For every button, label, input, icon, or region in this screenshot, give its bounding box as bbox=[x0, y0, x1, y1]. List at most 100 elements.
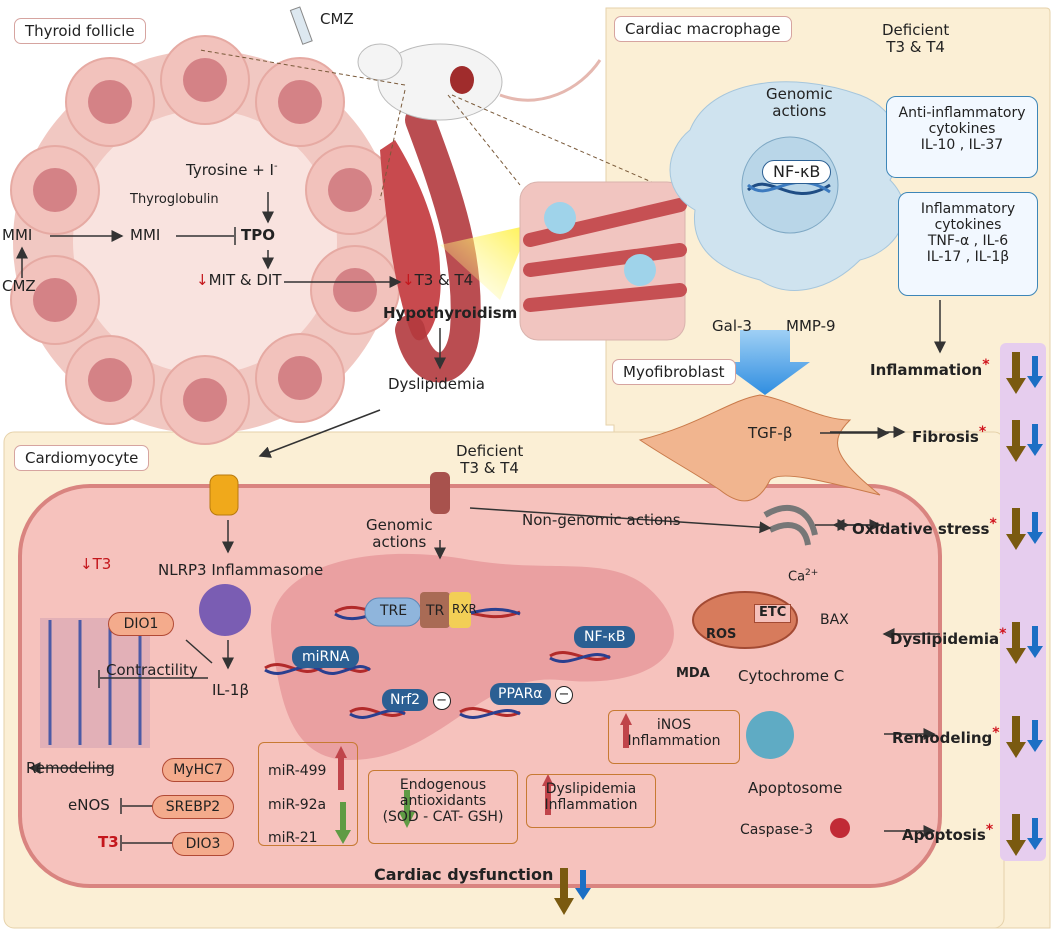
endo-line2: antioxidants bbox=[399, 793, 487, 809]
endo-line1: Endogenous bbox=[399, 777, 487, 793]
ros-label: ROS bbox=[706, 627, 737, 642]
transporter bbox=[209, 474, 239, 516]
caspase3-label: Caspase-3 bbox=[740, 822, 813, 838]
contractility-label: Contractility bbox=[106, 661, 198, 679]
ca-text: Ca bbox=[788, 569, 806, 585]
infl-line2: cytokines bbox=[934, 217, 1002, 233]
ppara-text: PPARα bbox=[490, 683, 551, 705]
anti-line1: Anti-inflammatory bbox=[898, 105, 1026, 121]
deficient-line1: Deficient bbox=[882, 21, 950, 39]
myhc7-pill: MyHC7 bbox=[162, 758, 234, 782]
t3t4-text: T3 & T4 bbox=[414, 271, 474, 289]
genomic-line1: Genomic bbox=[766, 85, 833, 103]
mmi-label-left: MMI bbox=[2, 226, 33, 244]
outcome-inflammation: Inflammation* bbox=[870, 357, 990, 379]
thyroglobulin-label: Thyroglobulin bbox=[130, 192, 219, 207]
mir92a-label: miR-92a bbox=[268, 797, 327, 813]
outcome-apoptosis: Apoptosis* bbox=[902, 822, 994, 844]
outcome-text: Remodeling bbox=[892, 729, 993, 747]
srebp2-pill: SREBP2 bbox=[152, 795, 234, 819]
ca-sup: 2+ bbox=[805, 568, 819, 578]
outcome-text: Oxidative stress bbox=[852, 520, 990, 538]
anti-line2: cytokines bbox=[928, 121, 996, 137]
syringe bbox=[289, 6, 313, 45]
dyslipidemia-inflammation-box: Dyslipidemia Inflammation bbox=[526, 774, 656, 828]
inos-line2: Inflammation bbox=[627, 733, 721, 749]
anti-line3: IL-10 , IL-37 bbox=[920, 137, 1004, 153]
outcome-panel bbox=[1000, 343, 1046, 861]
minus-icon: − bbox=[432, 692, 451, 710]
cmz-label-top: CMZ bbox=[320, 10, 354, 28]
t3-text: T3 bbox=[92, 555, 112, 573]
genomic-line2: actions bbox=[372, 533, 427, 552]
apoptosome-label: Apoptosome bbox=[748, 779, 843, 797]
mir21-label: miR-21 bbox=[268, 830, 318, 846]
infl-line3: TNF-α , IL-6 bbox=[927, 233, 1009, 249]
apoptosome-shape bbox=[746, 711, 794, 759]
inflammatory-box: Inflammatory cytokines TNF-α , IL-6 IL-1… bbox=[898, 192, 1038, 296]
outcome-oxidative-stress: Oxidative stress* bbox=[852, 516, 997, 538]
down-arrow-icon: ↓ bbox=[402, 271, 415, 289]
mmi-label-mid: MMI bbox=[130, 226, 161, 244]
cmz-label-left: CMZ bbox=[2, 277, 36, 295]
hypothyroidism-label: Hypothyroidism bbox=[383, 304, 518, 322]
down-arrow-icon: ↓ bbox=[196, 271, 209, 289]
gal3-label: Gal-3 bbox=[712, 317, 752, 335]
outcome-dyslipidemia: Dyslipidemia* bbox=[890, 626, 1007, 648]
mmp9-label: MMP-9 bbox=[786, 317, 836, 335]
outcome-text: Apoptosis bbox=[902, 826, 986, 844]
ppara-pill: PPARα − bbox=[490, 683, 573, 705]
genomic-line1: Genomic bbox=[366, 516, 433, 534]
iodide-sup: - bbox=[273, 161, 278, 172]
myofibroblast bbox=[638, 394, 881, 502]
nrf2-pill: Nrf2 − bbox=[382, 689, 451, 711]
dys-line2: Inflammation bbox=[544, 797, 638, 813]
t3t4-label: ↓T3 & T4 bbox=[402, 271, 474, 289]
dyslipidemia-label-top: Dyslipidemia bbox=[388, 375, 485, 393]
nlrp3-shape bbox=[199, 584, 251, 636]
inos-line1: iNOS bbox=[656, 717, 692, 733]
tr-label: TR bbox=[426, 603, 445, 619]
outcome-text: Dyslipidemia bbox=[890, 630, 1000, 648]
infl-line1: Inflammatory bbox=[920, 201, 1016, 217]
muscle-fibres bbox=[40, 618, 150, 748]
mit-dit-text: MIT & DIT bbox=[208, 271, 282, 289]
dio1-pill: DIO1 bbox=[108, 612, 174, 636]
receptor bbox=[430, 472, 450, 514]
etc-label: ETC bbox=[754, 604, 792, 623]
mirna-pill: miRNA bbox=[292, 646, 360, 669]
outcome-text: Inflammation bbox=[870, 361, 983, 379]
mda-label: MDA bbox=[676, 666, 710, 681]
enos-label: eNOS bbox=[68, 796, 110, 814]
anti-inflammatory-box: Anti-inflammatory cytokines IL-10 , IL-3… bbox=[886, 96, 1038, 178]
cardiac-dysfunction-label: Cardiac dysfunction bbox=[374, 865, 554, 884]
nongenomic-label: Non-genomic actions bbox=[522, 511, 681, 529]
section-label-macrophage: Cardiac macrophage bbox=[614, 16, 792, 42]
mouse bbox=[377, 43, 503, 121]
genomic-label-mac: Genomic actions bbox=[766, 85, 833, 121]
tre-label: TRE bbox=[380, 603, 408, 619]
remodeling-label: Remodeling bbox=[26, 759, 115, 777]
genomic-label-cardio: Genomic actions bbox=[366, 516, 433, 552]
inos-box: iNOS Inflammation bbox=[608, 710, 740, 764]
bax-label: BAX bbox=[820, 612, 849, 628]
outcome-arrows bbox=[554, 352, 1043, 915]
deficient-label-mac: Deficient T3 & T4 bbox=[882, 21, 950, 57]
deficient-line1: Deficient bbox=[456, 442, 524, 460]
mit-dit-label: ↓MIT & DIT bbox=[196, 271, 282, 289]
infl-line4: IL-17 , IL-1β bbox=[926, 249, 1010, 265]
nfkb-pill: NF-κB bbox=[574, 626, 636, 649]
ca-label: Ca2+ bbox=[788, 568, 818, 585]
il1b-label: IL-1β bbox=[212, 681, 250, 699]
artery bbox=[380, 140, 441, 341]
cytochrome-c-label: Cytochrome C bbox=[738, 667, 845, 685]
section-label-myofibroblast: Myofibroblast bbox=[612, 359, 736, 385]
section-label-cardiomyocyte: Cardiomyocyte bbox=[14, 445, 150, 471]
endo-line3: (SOD - CAT- GSH) bbox=[382, 809, 504, 825]
er bbox=[763, 504, 818, 546]
outcome-text: Fibrosis bbox=[912, 428, 979, 446]
tyrosine-text: Tyrosine + I bbox=[186, 161, 274, 179]
outcome-remodeling: Remodeling* bbox=[892, 725, 1000, 747]
tyrosine-label: Tyrosine + I- bbox=[186, 161, 278, 179]
